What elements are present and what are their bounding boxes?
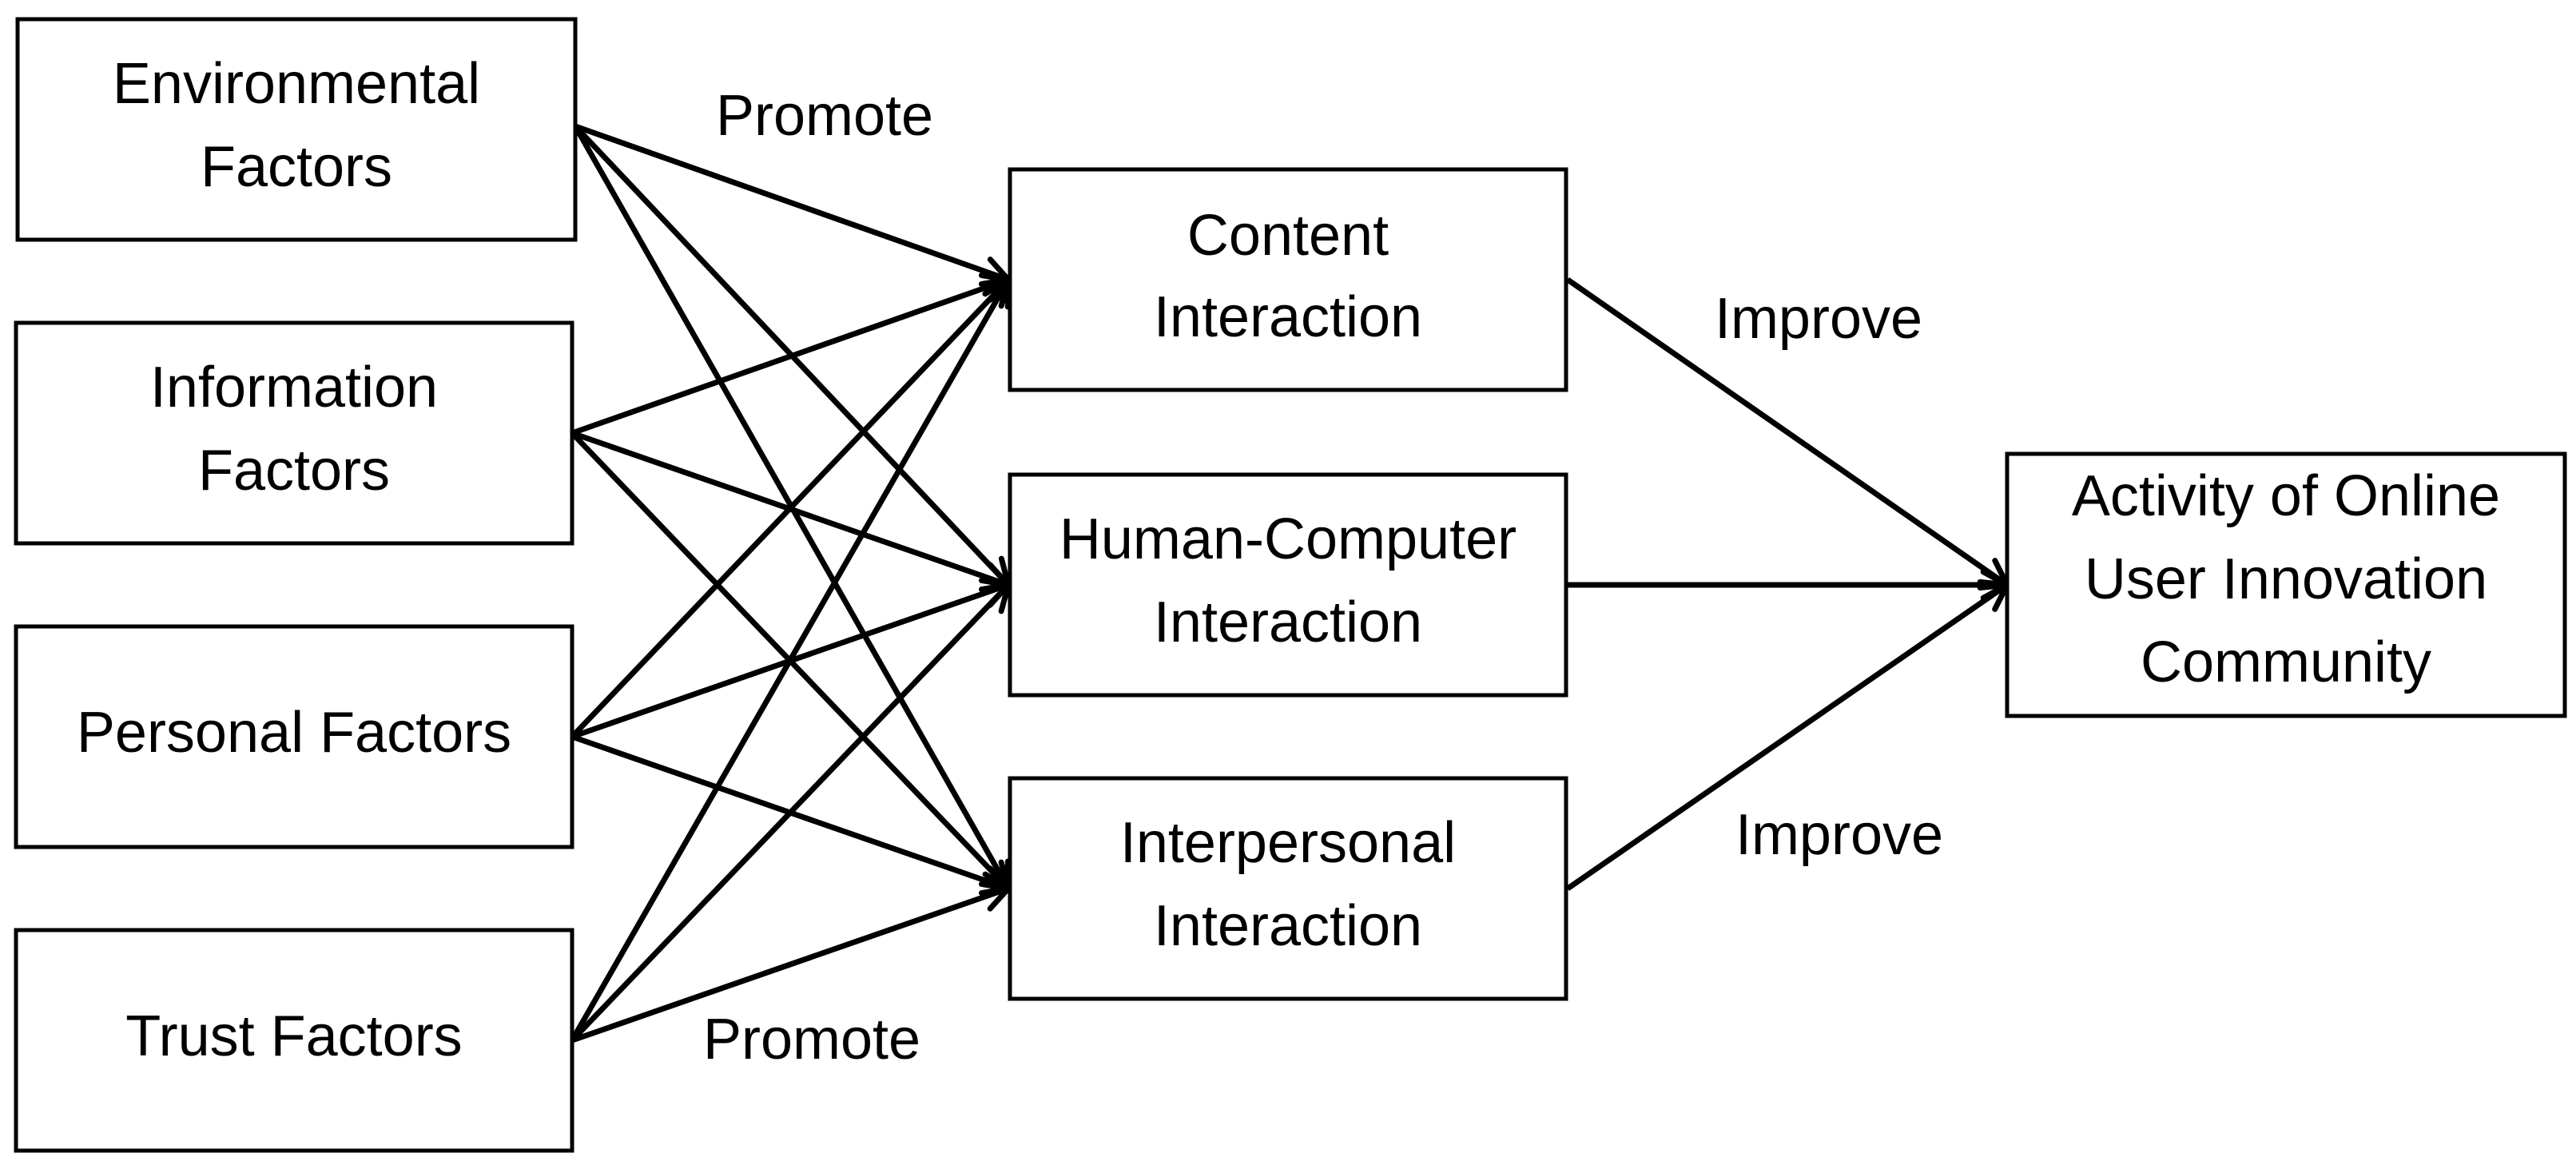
node-box	[1008, 776, 1568, 1001]
edge-trust-to-content	[569, 276, 1012, 1042]
node-label-line: User Innovation	[2085, 547, 2487, 611]
node-label-line: Community	[2141, 630, 2431, 694]
node-information-factors: Information Factors	[14, 320, 574, 546]
edge-personal-to-content	[570, 276, 1012, 739]
node-box	[1008, 167, 1568, 392]
node-content-interaction: Content Interaction	[1008, 167, 1568, 392]
node-label-line: Human-Computer	[1059, 507, 1517, 571]
edge-label-improve-bottom: Improve	[1735, 803, 1943, 867]
node-box	[14, 320, 574, 546]
node-interpersonal-interaction: Interpersonal Interaction	[1008, 776, 1568, 1001]
node-label-line: Environmental	[113, 52, 480, 116]
edge-hci-to-activity	[1568, 569, 2010, 601]
edge-environmental-to-content	[574, 123, 1012, 287]
node-personal-factors: Personal Factors	[14, 624, 574, 849]
edge-label-promote-top: Promote	[716, 84, 933, 148]
node-label-line: Personal Factors	[77, 701, 511, 765]
edge-line	[1566, 277, 2009, 587]
node-label-line: Interaction	[1154, 590, 1422, 654]
node-box	[14, 624, 574, 849]
edge-label-improve-top: Improve	[1715, 287, 1922, 351]
edge-line	[570, 276, 1010, 436]
node-label-line: Activity of Online	[2072, 464, 2500, 528]
edge-line	[570, 277, 1011, 739]
edge-line	[569, 278, 1012, 1042]
node-box	[14, 928, 574, 1153]
node-label-line: Content	[1187, 204, 1389, 268]
edge-information-to-content	[570, 272, 1012, 436]
node-environmental-factors: Environmental Factors	[15, 17, 578, 242]
edges-layer	[569, 123, 2010, 1044]
node-activity-community: Activity of Online User Innovation Commu…	[2005, 451, 2567, 718]
node-trust-factors: Trust Factors	[14, 928, 574, 1153]
node-label-line: Trust Factors	[125, 1004, 462, 1068]
node-label-line: Factors	[201, 135, 392, 199]
node-label-line: Factors	[198, 439, 390, 503]
edge-label-promote-bottom: Promote	[703, 1008, 920, 1072]
edge-line	[570, 885, 1010, 1044]
node-label-line: Interpersonal	[1120, 811, 1456, 875]
node-label-line: Information	[150, 356, 438, 419]
node-label-line: Interaction	[1154, 894, 1422, 958]
edge-line	[1566, 582, 2009, 891]
node-box	[15, 17, 578, 242]
node-human-computer-interaction: Human-Computer Interaction	[1008, 472, 1568, 698]
node-label-line: Interaction	[1154, 285, 1422, 349]
edge-line	[570, 582, 1011, 1043]
node-box	[2005, 451, 2567, 718]
edge-trust-to-hci	[570, 582, 1012, 1043]
node-box	[1008, 472, 1568, 698]
edge-line	[574, 123, 1010, 283]
